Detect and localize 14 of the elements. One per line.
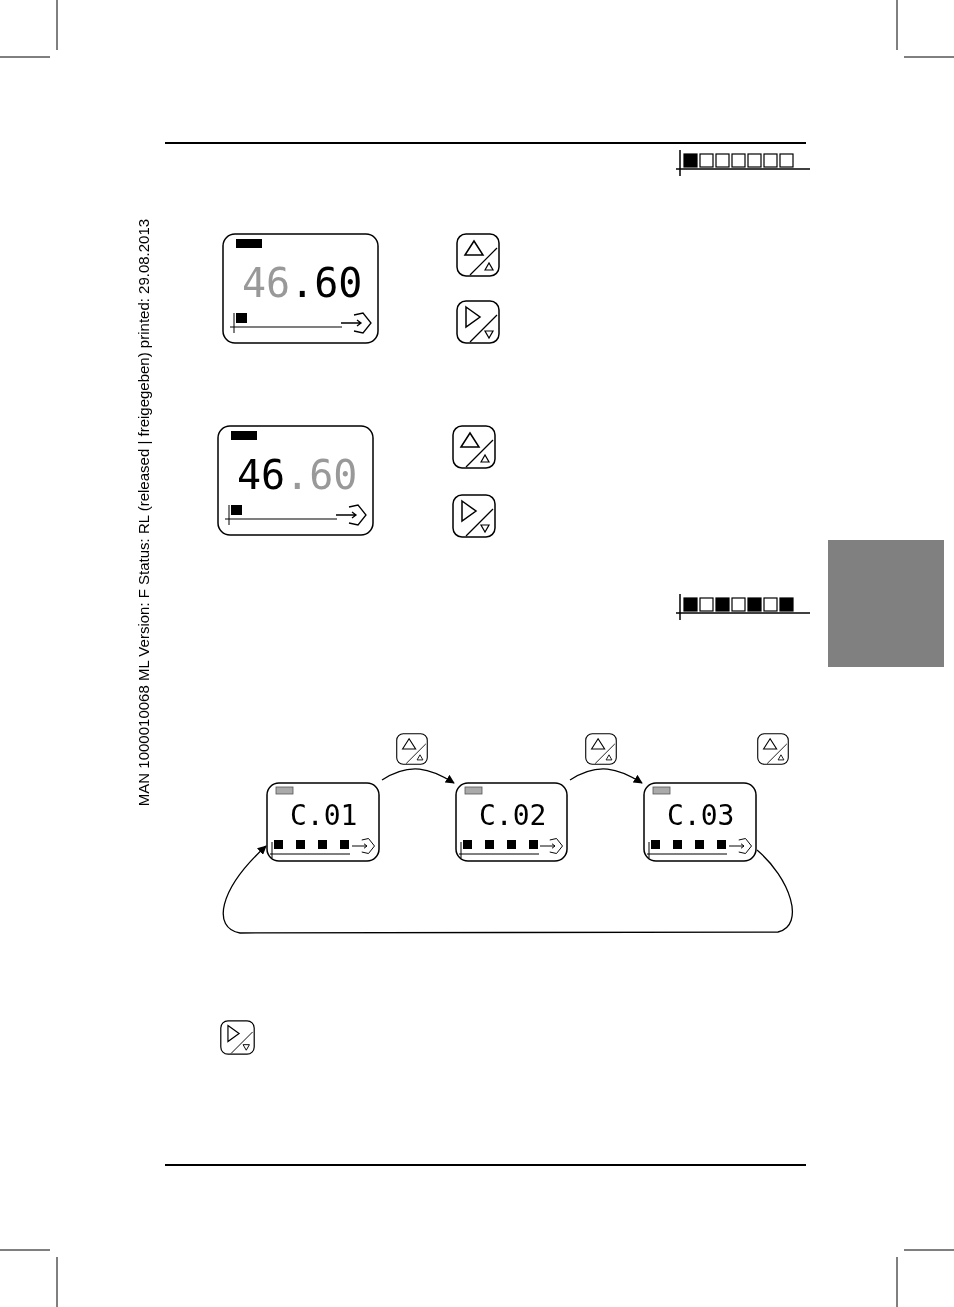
- display-reading: 46.60: [242, 263, 363, 303]
- arrow: [381, 768, 455, 784]
- display-reading: C.03: [667, 802, 735, 830]
- display-reading: C.01: [290, 802, 358, 830]
- lcd-display: [222, 233, 379, 344]
- arrow: [222, 845, 793, 934]
- lcd-display: [643, 782, 757, 862]
- display-reading: C.02: [479, 802, 547, 830]
- display-reading: 46.60: [237, 455, 358, 495]
- lcd-display: [266, 782, 380, 862]
- document-info: MAN 1000010068 ML Version: F Status: RL (released | freigegeben) printed: 29.08.2013: [134, 217, 152, 809]
- lcd-display: [455, 782, 568, 862]
- arrow: [569, 768, 643, 784]
- lcd-display: [217, 425, 374, 536]
